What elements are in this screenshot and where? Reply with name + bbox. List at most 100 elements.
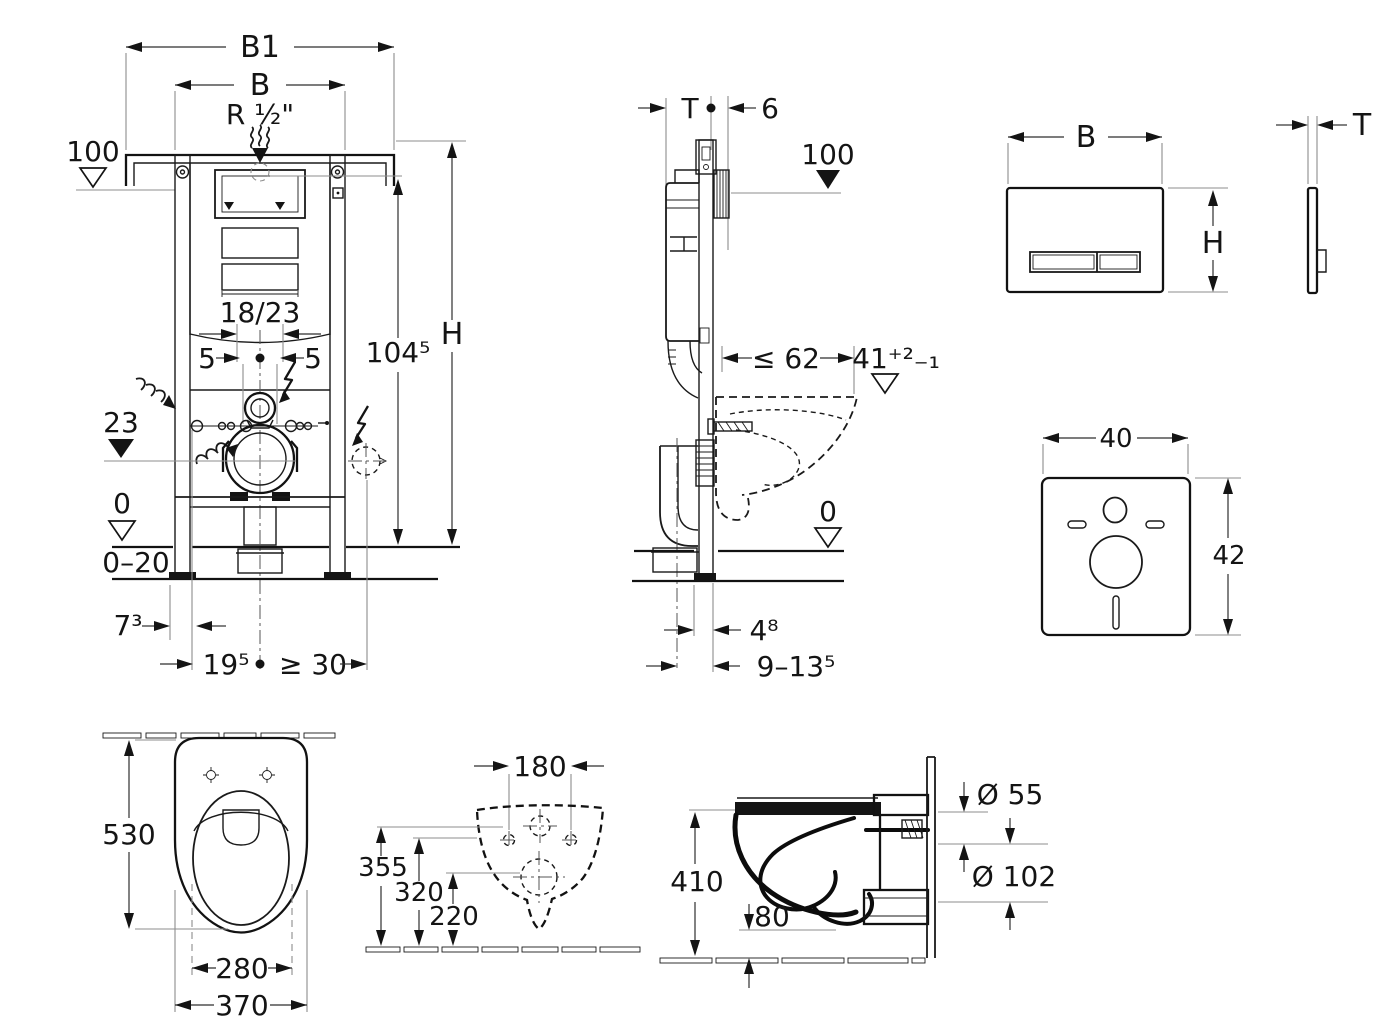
dim-offset-5: 5 5 (198, 342, 322, 424)
dim-plate-width: B (1007, 120, 1163, 184)
view-wc-rear: 180 355 320 220 (358, 750, 641, 953)
view-wc-top: 530 280 370 (102, 732, 336, 1022)
wall-line-side (926, 756, 936, 958)
dim-supply-level: 100 (66, 135, 175, 191)
floor-lines-side (632, 549, 844, 583)
dim-label-4-8: 4⁸ (749, 614, 778, 647)
dim-label-plate-t: T (1352, 108, 1372, 143)
dim-foot-offset: 7³ (113, 430, 226, 670)
wall-plate (713, 169, 730, 219)
pan-connector (695, 439, 715, 487)
dim-label-410: 410 (670, 865, 723, 898)
dim-label-19-5: 19⁵ (203, 648, 250, 681)
dim-label-plate-b: B (1076, 120, 1097, 155)
dim-label-ge-30: ≥ 30 (279, 648, 347, 681)
view-wc-side: 410 80 Ø 55 Ø 102 (659, 756, 1056, 988)
dim-frame-height: 104⁵ (270, 175, 431, 545)
dim-label-plate-h: H (1202, 226, 1225, 261)
dim-label-7-3: 7³ (113, 609, 142, 642)
dim-label-b: B (250, 68, 271, 103)
dim-label-5-right: 5 (304, 342, 322, 375)
bolt-hole-left (500, 831, 518, 849)
dim-label-0: 0 (113, 487, 131, 520)
dim-label-180: 180 (513, 750, 566, 783)
dim-wc-depth: 530 (102, 739, 228, 930)
wc-pan-side-profile (732, 793, 930, 926)
dim-label-h: H (441, 317, 464, 352)
dim-label-100: 100 (66, 135, 119, 168)
dim-label-t-side: T (680, 92, 699, 125)
dim-355: 355 (358, 826, 503, 946)
view-frame-side: T 6 (632, 92, 940, 683)
dim-label-dia-102: Ø 102 (972, 860, 1056, 893)
dim-supply-level-side: 100 (731, 138, 855, 194)
dim-label-dia-55: Ø 55 (977, 778, 1044, 811)
cistern-side (665, 169, 703, 399)
dim-label-280: 280 (215, 952, 268, 985)
dim-total-height: H (396, 140, 466, 545)
fixing-rod (707, 418, 753, 435)
floor-tiles-side (659, 957, 926, 964)
dim-label-18-23: 18/23 (220, 296, 301, 329)
floor-lines-front (112, 545, 460, 581)
dim-floor-zero: 0 0–20 (102, 487, 169, 579)
wc-seat-top (192, 790, 290, 926)
dim-label-104-5: 104⁵ (366, 336, 431, 369)
dim-plate-height: H (1168, 187, 1228, 293)
dim-label-0-side: 0 (819, 495, 837, 528)
view-frame-front: B1 B R ½" 100 18/ (66, 30, 466, 681)
outlet-socket (236, 548, 284, 574)
dim-label-pad-40: 40 (1099, 424, 1132, 454)
wc-rear-outline (475, 804, 605, 931)
floor-tiles-rear (365, 946, 641, 953)
mount-crosshair-left (203, 767, 219, 783)
dim-outlet-level: 23 (103, 406, 296, 462)
mount-crosshair-right (259, 767, 275, 783)
flush-plate-side (1306, 186, 1327, 295)
flush-plate-face (1005, 186, 1165, 294)
lightning-icon (279, 361, 296, 403)
dim-label-41: 41⁺²₋₁ (852, 342, 940, 375)
dim-depth-max: ≤ 62 (721, 342, 855, 394)
bolt-hole-right (562, 831, 580, 849)
electric-box-icon (348, 443, 388, 479)
dim-pan-height: 41⁺²₋₁ (852, 342, 940, 395)
dim-label-b1: B1 (240, 30, 280, 65)
dim-outlet-range: 9–13⁵ (646, 650, 835, 683)
view-flush-plate: B H T (1005, 108, 1372, 295)
dim-flush-bend: 18/23 (199, 296, 321, 362)
dim-b1: B1 (125, 30, 395, 150)
dim-b: B (174, 68, 346, 150)
dim-wc-seat-width: 280 (191, 884, 293, 985)
dim-label-23: 23 (103, 406, 139, 439)
outlet-pipe (243, 506, 277, 546)
sound-pad-cutouts (1067, 496, 1165, 630)
dim-label-530: 530 (102, 818, 155, 851)
wc-pan-dashed (715, 396, 859, 521)
dim-t-6: T 6 (638, 92, 779, 250)
dim-label-9-13-5: 9–13⁵ (757, 650, 836, 683)
drain-elbow-side (659, 445, 699, 547)
dim-dia-102: Ø 102 (938, 818, 1056, 930)
dim-rail-depth: 4⁸ (664, 583, 779, 672)
dim-220: 220 (429, 872, 520, 946)
dim-dia-55: Ø 55 (938, 778, 1048, 872)
dim-label-370: 370 (215, 989, 268, 1022)
dim-plate-thickness: T (1276, 108, 1372, 184)
dim-label-pad-42: 42 (1212, 541, 1245, 571)
dim-label-320: 320 (394, 878, 444, 908)
wc-pan-outline-top (173, 736, 309, 934)
water-supply-elbow (243, 391, 277, 429)
dim-pad-height: 42 (1195, 477, 1246, 636)
dim-label-100-side: 100 (801, 138, 854, 171)
view-sound-pad: 40 42 (1040, 424, 1246, 637)
dim-320: 320 (394, 837, 477, 946)
sound-pad-outline (1040, 476, 1192, 637)
flush-buttons (1029, 251, 1141, 273)
dim-label-le-62: ≤ 62 (752, 342, 820, 375)
dim-outlet-offset: 19⁵ ≥ 30 (160, 480, 368, 681)
wall-tiles-top (102, 732, 336, 739)
lightning-icon-right (352, 405, 369, 446)
dim-wc-height: 410 (670, 809, 740, 956)
